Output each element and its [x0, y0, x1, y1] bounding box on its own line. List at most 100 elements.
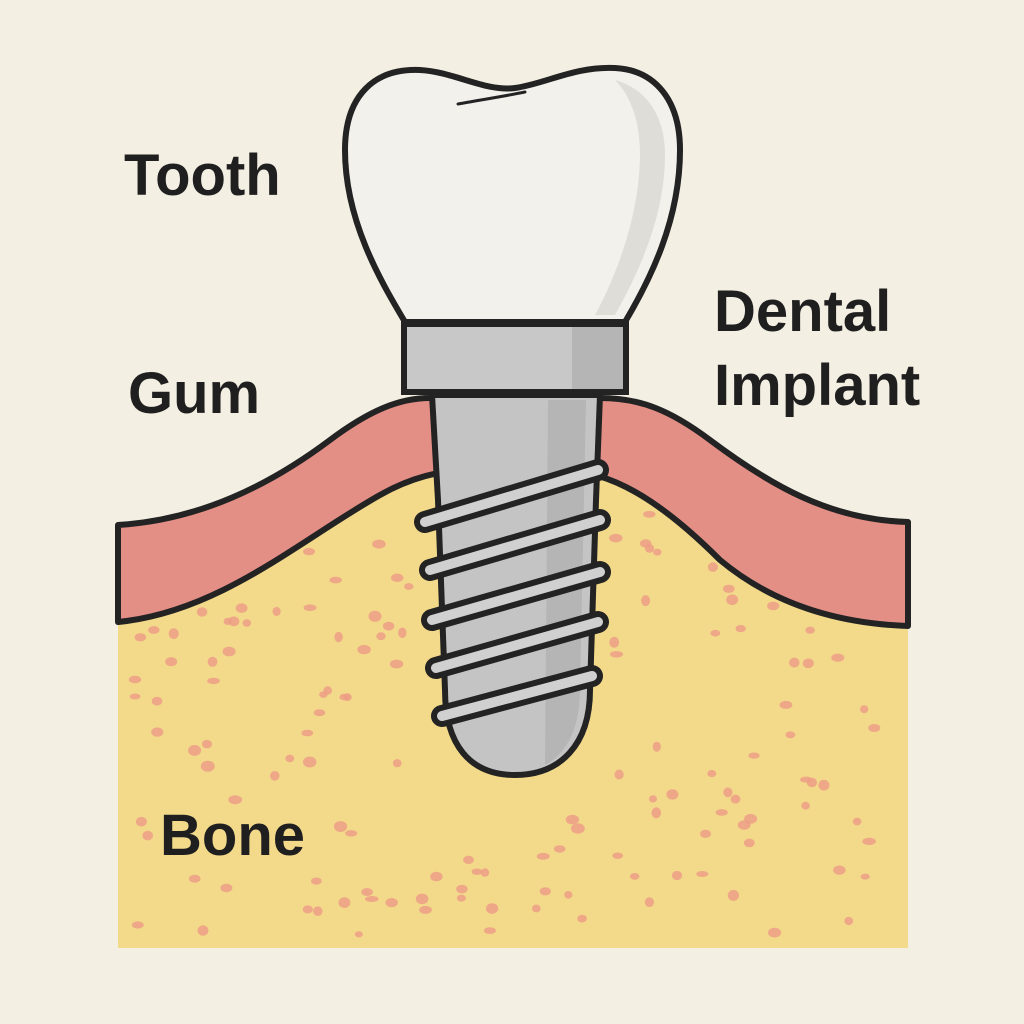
bone-pore — [649, 795, 657, 803]
bone-pore — [577, 914, 587, 923]
bone-pore — [368, 610, 382, 622]
bone-pore — [392, 759, 402, 768]
bone-pore — [272, 606, 281, 616]
bone-pore — [800, 776, 813, 783]
bone-pore — [485, 903, 499, 914]
bone-pore — [301, 729, 314, 737]
bone-pore — [833, 865, 846, 875]
bone-pore — [357, 644, 371, 655]
bone-pore — [666, 789, 679, 800]
bone-pore — [333, 821, 348, 832]
bone-pore — [385, 898, 398, 908]
bone-pore — [737, 820, 751, 830]
bone-pore — [129, 693, 141, 700]
bone-pore — [818, 779, 830, 791]
bone-pore — [345, 830, 358, 837]
bone-pore — [630, 873, 640, 880]
bone-pore — [313, 906, 323, 916]
bone-pore — [805, 626, 815, 634]
bone-pore — [671, 870, 683, 881]
bone-pore — [391, 573, 404, 582]
bone-pore — [612, 852, 623, 859]
tooth-crown — [342, 64, 683, 325]
bone-pore — [165, 657, 178, 667]
bone-pore — [311, 877, 322, 885]
bone-pore — [142, 830, 153, 841]
bone-pore — [222, 646, 236, 657]
bone-pore — [710, 629, 721, 637]
bone-pore — [565, 814, 580, 825]
bone-pore — [564, 891, 573, 899]
tooth-label: Tooth — [124, 143, 281, 208]
bone-pore — [419, 905, 432, 914]
bone-pore — [789, 657, 800, 668]
bone-pore — [202, 739, 212, 749]
bone-pore — [372, 539, 386, 549]
bone-pore — [128, 675, 142, 684]
bone-pore — [735, 625, 746, 633]
bone-pore — [228, 795, 243, 805]
bone-pore — [785, 731, 796, 739]
bone-pore — [536, 852, 550, 860]
bone-pore — [844, 916, 854, 926]
bone-pore — [860, 705, 869, 714]
bone-pore — [319, 691, 328, 698]
bone-pore — [651, 807, 662, 819]
bone-pore — [802, 658, 814, 669]
bone-pore — [743, 838, 755, 848]
bone-pore — [456, 894, 466, 902]
bone-pore — [136, 816, 147, 827]
bone-pore — [285, 754, 295, 763]
bone-pore — [726, 594, 739, 606]
bone-pore — [334, 631, 343, 643]
bone-pore — [235, 603, 248, 613]
bone-pore — [302, 905, 313, 914]
tooth-shading — [595, 80, 665, 315]
bone-pore — [207, 656, 218, 667]
bone-pore — [151, 696, 163, 706]
bone-pore — [644, 544, 655, 553]
abutment-shade — [572, 327, 623, 389]
bone-pore — [727, 889, 740, 901]
bone-pore — [700, 829, 711, 838]
bone-pore — [696, 871, 709, 877]
bone-pore — [779, 700, 793, 709]
bone-pore — [768, 927, 782, 938]
bone-pore — [539, 887, 551, 896]
bone-pore — [868, 724, 881, 732]
bone-pore — [463, 855, 474, 865]
bone-pore — [404, 583, 414, 590]
bone-pore — [614, 769, 624, 780]
bone-pore — [532, 904, 541, 913]
bone-pore — [554, 845, 566, 853]
bone-pore — [571, 823, 585, 834]
bone-pore — [641, 595, 651, 607]
implant-threads — [414, 459, 611, 727]
bone-pore — [707, 562, 718, 572]
bone-pore — [365, 896, 379, 902]
bone-pore — [151, 727, 164, 737]
bone-pore — [415, 893, 429, 905]
bone-pore — [609, 636, 620, 648]
bone-pore — [860, 873, 870, 880]
dental-implant-label-line1: Dental — [714, 279, 892, 344]
bone-pore — [228, 616, 240, 627]
gum-region — [115, 395, 911, 629]
bone-pore — [382, 621, 395, 631]
bone-pore — [748, 752, 760, 759]
bone-pore — [196, 607, 208, 617]
bone-pore — [852, 817, 862, 826]
bone-pore — [303, 547, 315, 556]
bone-pore — [801, 801, 810, 810]
bone-pore — [610, 651, 623, 658]
bone-pore — [767, 601, 780, 611]
tooth-groove — [456, 90, 527, 106]
bone-pore — [376, 632, 386, 641]
bone-pore — [480, 868, 490, 877]
gum-label: Gum — [128, 361, 261, 426]
bone-pore — [471, 868, 483, 875]
bone-pore — [207, 677, 220, 685]
bone-pore — [723, 787, 733, 798]
